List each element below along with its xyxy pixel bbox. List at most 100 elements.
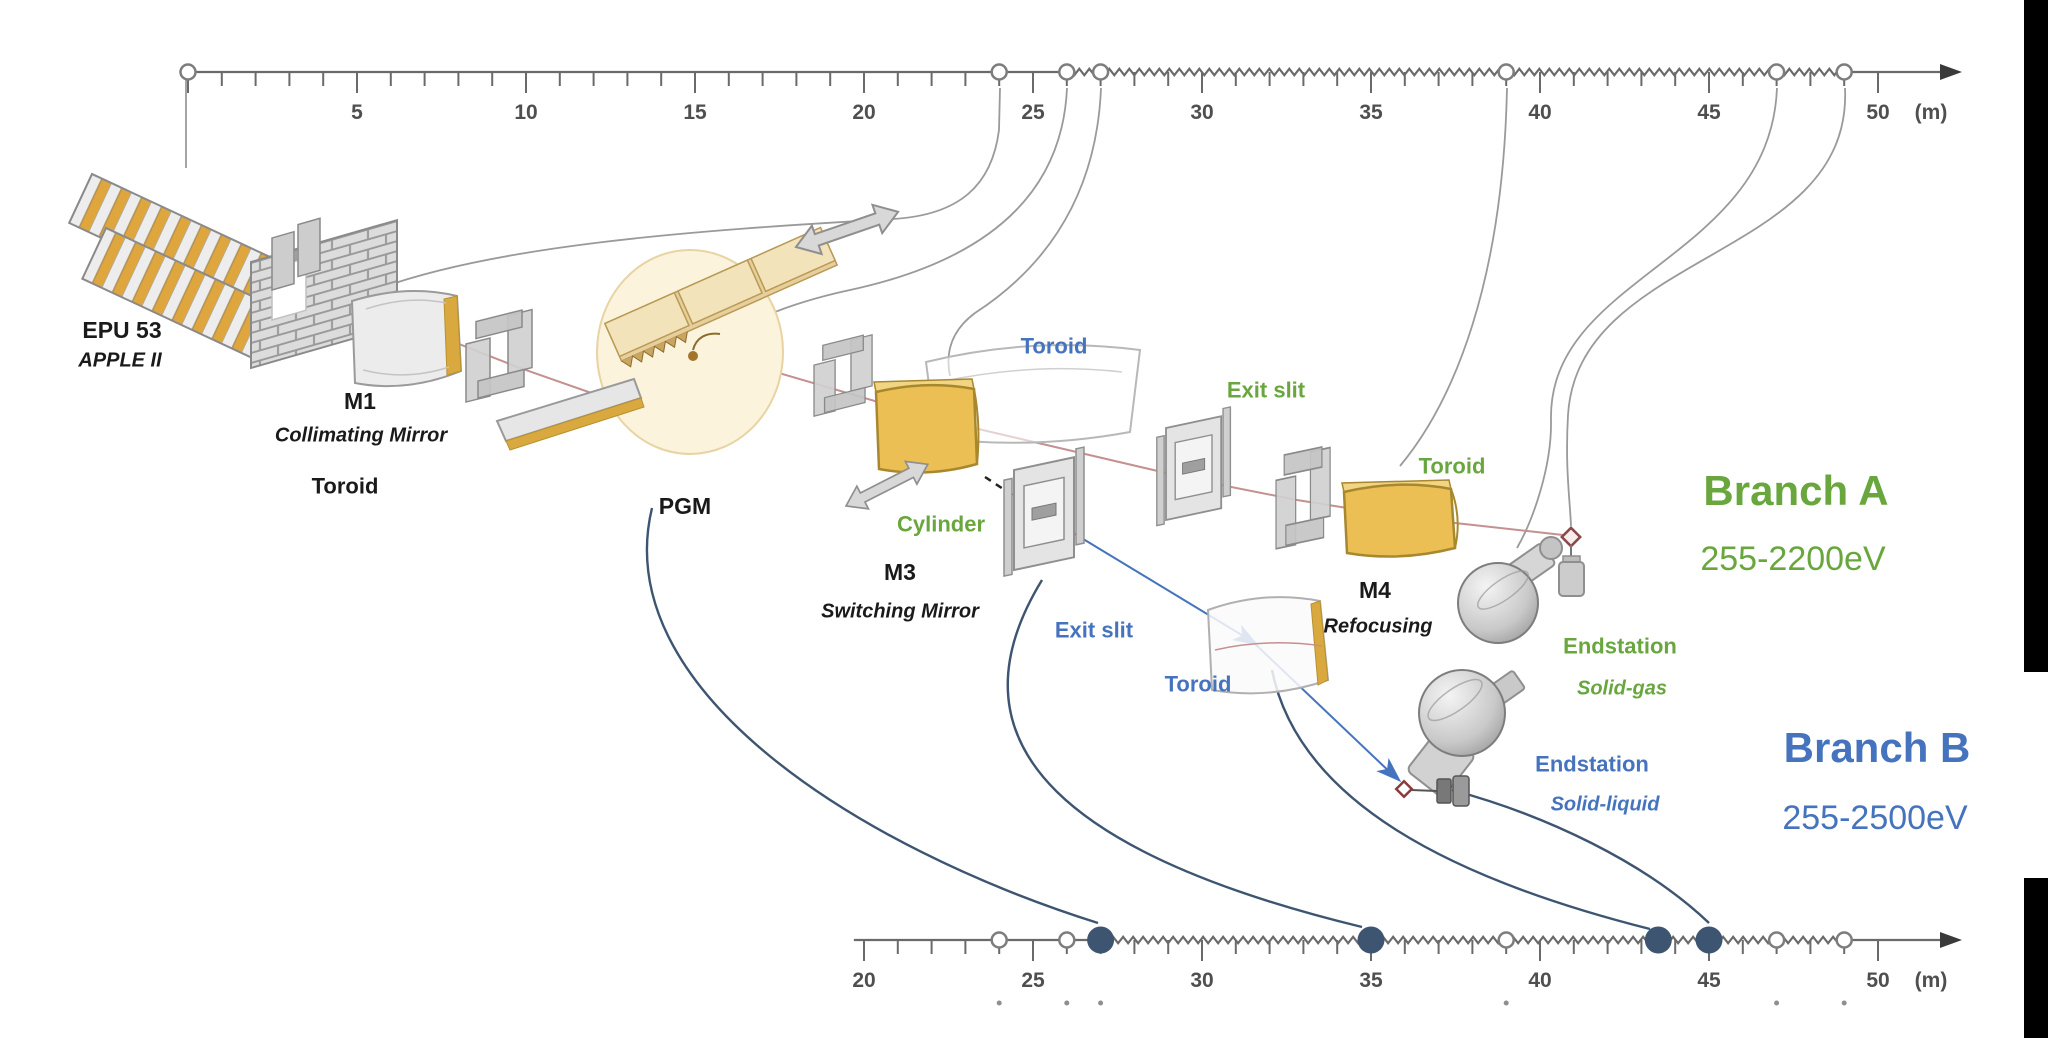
ruler-tick-label: 40 <box>1528 101 1551 124</box>
leader-exitslitB-35m <box>1006 579 1363 929</box>
ruler-tick-label: 45 <box>1697 101 1721 124</box>
ruler-marker-open <box>1091 63 1110 81</box>
ruler-tick-label: 30 <box>1190 101 1213 124</box>
slits-m1 <box>465 306 533 403</box>
ruler-tick-label: 50 <box>1866 101 1889 124</box>
leader-49m <box>1566 87 1846 527</box>
epu-title: EPU 53 <box>82 316 162 343</box>
m3-translation-arrow <box>844 460 930 510</box>
ruler-tick-label: 5 <box>351 101 363 124</box>
screen-edge-bar-top <box>2024 0 2048 672</box>
endstation-b-type: Solid-liquid <box>1550 793 1660 816</box>
epu-undulator <box>67 172 289 365</box>
exit-slit-a-assembly <box>1155 406 1232 527</box>
ruler-marker-open <box>1497 63 1515 81</box>
ruler-dot <box>1064 1000 1070 1006</box>
branch-b-title: Branch B <box>1783 723 1971 771</box>
ruler-tick-label: 10 <box>514 101 537 124</box>
branch-a-range: 255-2200eV <box>1700 540 1886 579</box>
pgm-translation-arrow <box>794 203 900 256</box>
leader-lines-top <box>185 80 1846 549</box>
m4-role-label: Refocusing <box>1323 615 1433 638</box>
ruler-marker-open <box>1058 931 1076 949</box>
endstation-a-graphic <box>1457 526 1585 644</box>
ruler-dot <box>1503 1000 1509 1006</box>
ruler-tick-label: 20 <box>852 101 875 124</box>
leader-24m <box>359 87 1001 297</box>
ruler-tick-label: 40 <box>1528 969 1551 992</box>
ruler-marker-open <box>990 931 1008 949</box>
ruler-tick-label: 25 <box>1021 969 1045 992</box>
ruler-tick-label: 30 <box>1190 969 1213 992</box>
branch-a-title: Branch A <box>1703 466 1889 514</box>
ruler-line <box>853 934 1940 945</box>
leader-endstationB-45m <box>1451 788 1710 924</box>
ruler-tick-label: 45 <box>1697 969 1721 992</box>
leader-m3-27m <box>645 507 1099 925</box>
ruler-marker-open <box>1497 931 1515 949</box>
ruler-tick-label: 35 <box>1359 101 1383 124</box>
leader-lines-bottom <box>645 507 1710 931</box>
exit-slit-b-label: Exit slit <box>1054 617 1134 643</box>
toroid-b-mirror <box>1206 596 1330 695</box>
ruler-marker-filled <box>1644 926 1672 954</box>
endstation-a-label: Endstation <box>1563 633 1677 659</box>
m1-role-label: Collimating Mirror <box>274 424 448 447</box>
ruler-dot <box>1098 1000 1104 1006</box>
m3-label: M3 <box>884 558 916 585</box>
leader-47m <box>1516 87 1778 549</box>
pgm-pivot-arm <box>692 332 721 351</box>
toroid-b-label: Toroid <box>1164 671 1232 697</box>
front-end-slits <box>271 217 321 291</box>
epu-subtitle: APPLE II <box>78 349 162 372</box>
screen-edge-bar-bottom <box>2024 878 2048 1038</box>
slits-pgm-exit <box>813 332 873 417</box>
ruler-dot <box>996 1000 1002 1006</box>
toroid-a-label: Toroid <box>1418 453 1486 479</box>
m4-mirror <box>1341 479 1459 558</box>
ruler-marker-open <box>1767 931 1786 949</box>
m3-role-label: Switching Mirror <box>821 600 979 623</box>
exit-slit-b-assembly <box>1002 446 1086 578</box>
toroid-ghost-label: Toroid <box>1020 333 1088 359</box>
endstation-b-graphic <box>1394 669 1526 807</box>
ruler-dot <box>1774 1000 1780 1006</box>
endstation-b-label: Endstation <box>1535 751 1649 777</box>
ruler-line <box>188 67 1940 79</box>
branch-b-range: 255-2500eV <box>1782 799 1968 838</box>
ruler-marker-open <box>1058 63 1076 81</box>
ruler-marker-open <box>1835 63 1853 81</box>
ruler-arrowhead <box>1940 932 1962 948</box>
ruler-dot <box>1841 1000 1847 1006</box>
ruler-arrowhead <box>1940 64 1962 80</box>
endstation-a-type: Solid-gas <box>1576 677 1668 700</box>
pgm-label: PGM <box>658 492 712 519</box>
exit-slit-a-label: Exit slit <box>1226 377 1306 403</box>
m4-label: M4 <box>1359 576 1391 603</box>
ruler-tick-label: 35 <box>1359 969 1383 992</box>
aperture-a <box>1275 444 1332 550</box>
leader-toroidB-43m <box>1270 669 1651 931</box>
ruler-marker-open <box>1835 931 1853 949</box>
ruler-marker-open <box>990 63 1008 81</box>
ruler-marker-open <box>1767 63 1786 81</box>
ruler-marker-filled <box>1357 926 1385 954</box>
pgm-premirror <box>495 377 645 451</box>
m3-ghost-inner <box>939 367 1123 383</box>
m3-type-label: Cylinder <box>896 511 986 537</box>
pgm-pivot <box>688 351 698 361</box>
leader-27m <box>947 87 1102 377</box>
ruler-marker-filled <box>1695 926 1723 954</box>
m3-mirror <box>873 378 980 474</box>
ruler-marker-filled <box>1087 926 1115 954</box>
ruler-tick-label: 25 <box>1021 101 1045 124</box>
m1-label: M1 <box>344 387 376 414</box>
ruler-tick-label: 20 <box>852 969 875 992</box>
m1-mirror <box>350 290 463 388</box>
ruler-unit-label: (m) <box>1915 101 1948 124</box>
leader-39m <box>1399 87 1508 467</box>
